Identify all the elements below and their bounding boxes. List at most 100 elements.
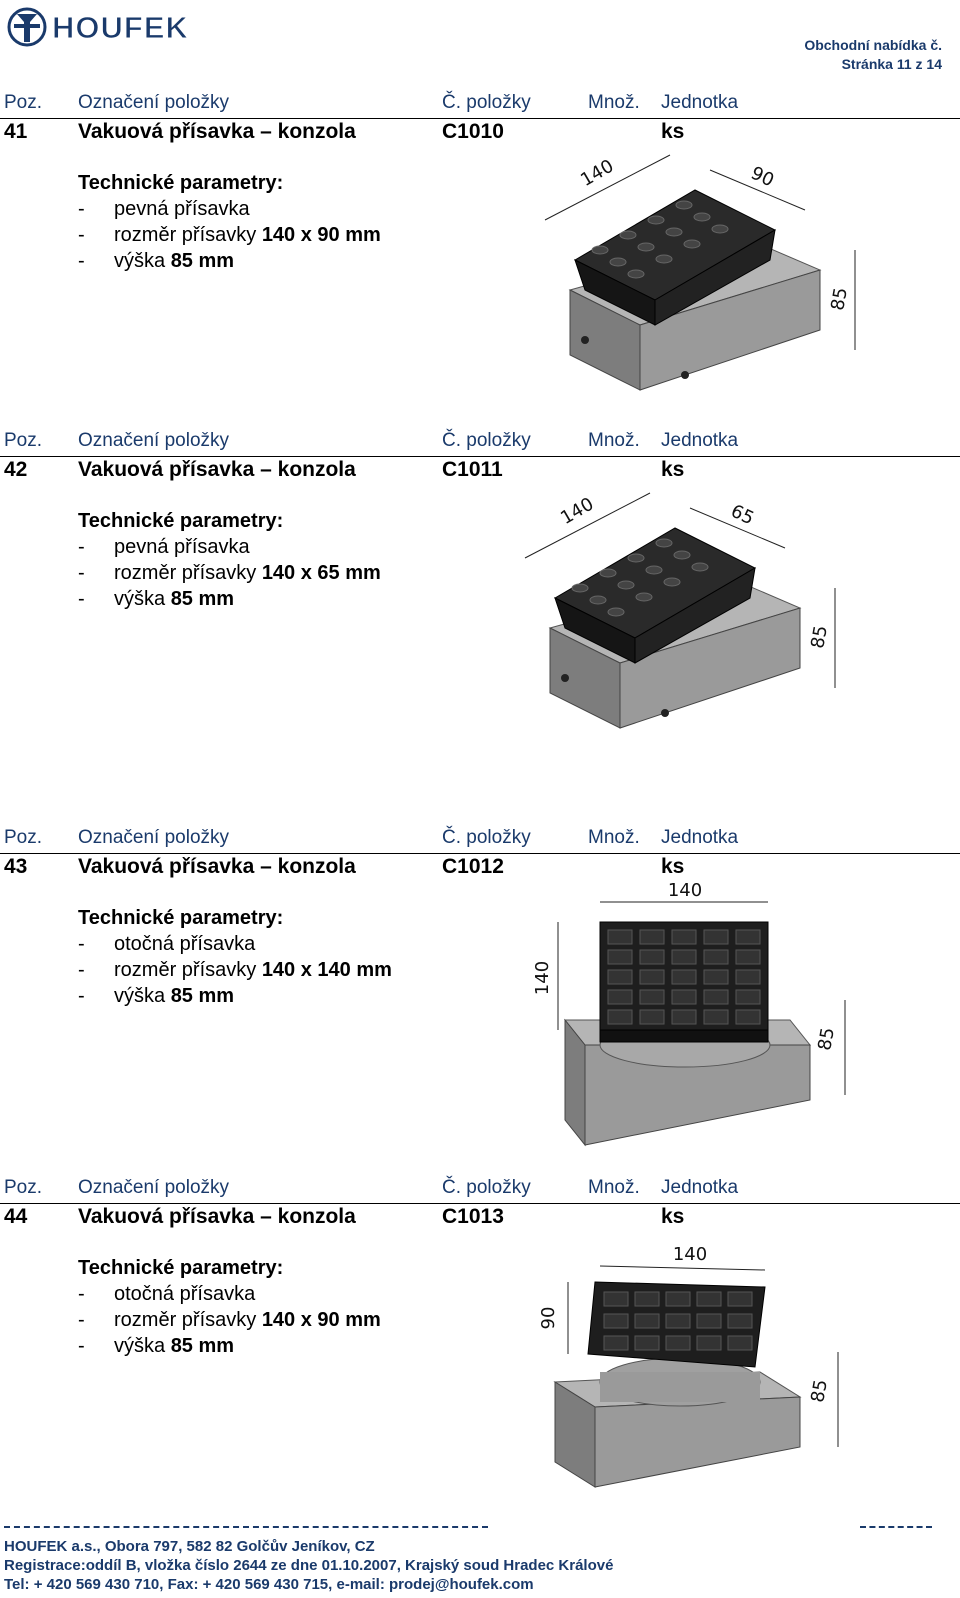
param-line: - výška 85 mm xyxy=(78,586,381,612)
column-header-pos: Poz. xyxy=(4,430,43,451)
param-text: rozměr přísavky xyxy=(114,1309,262,1331)
technical-parameters: Technické parametry:-otočná přísavka-roz… xyxy=(78,1255,381,1359)
param-value: 140 x 90 mm xyxy=(261,224,381,246)
mount-hole xyxy=(581,336,589,344)
suction-cell xyxy=(591,245,609,255)
param-line: - pevná přísavka xyxy=(78,196,381,222)
column-header-code: Č. položky xyxy=(442,92,531,113)
param-value: 85 mm xyxy=(170,588,235,610)
param-dash: - xyxy=(78,985,85,1007)
item-unit: ks xyxy=(661,855,685,878)
param-text: rozměr přísavky xyxy=(114,224,262,246)
technical-parameters: Technické parametry:-otočná přísavka-roz… xyxy=(78,905,392,1009)
param-dash: - xyxy=(78,959,85,981)
item-name: Vakuová přísavka – konzola xyxy=(78,120,356,143)
suction-cell xyxy=(639,949,665,965)
suction-cell xyxy=(599,568,617,578)
suction-cell xyxy=(691,562,709,572)
column-header-unit: Jednotka xyxy=(661,1177,739,1198)
param-dash: - xyxy=(78,1283,85,1305)
suction-cell xyxy=(639,1009,665,1025)
base-side xyxy=(639,269,821,391)
param-value: 85 mm xyxy=(170,985,235,1007)
suction-cell xyxy=(607,1009,633,1025)
base-side xyxy=(619,607,801,729)
param-value: 85 mm xyxy=(170,250,235,272)
suction-cell xyxy=(634,1335,660,1351)
param-text: pevná přísavka xyxy=(114,198,250,220)
suction-cell xyxy=(703,949,729,965)
param-line: - rozměr přísavky 140 x 90 mm xyxy=(78,222,381,248)
param-text: rozměr přísavky xyxy=(114,959,262,981)
column-header-code: Č. položky xyxy=(442,827,531,848)
suction-cell xyxy=(671,1009,697,1025)
dimension-line xyxy=(524,492,651,559)
dimension-label: 140 xyxy=(532,961,553,995)
technical-parameters: Technické parametry:-pevná přísavka-rozm… xyxy=(78,508,381,612)
item-code: C1012 xyxy=(442,855,504,878)
item-code: C1011 xyxy=(442,458,503,481)
column-header-name: Označení položky xyxy=(78,1177,230,1198)
param-dash: - xyxy=(78,536,85,558)
param-value: 140 x 65 mm xyxy=(261,562,381,584)
param-text: výška xyxy=(114,985,171,1007)
column-header-code: Č. položky xyxy=(442,430,531,451)
suction-cell xyxy=(671,929,697,945)
suction-cell xyxy=(571,583,589,593)
suction-cell xyxy=(665,1335,691,1351)
suction-cell xyxy=(727,1291,753,1307)
suction-cell xyxy=(634,1313,660,1329)
suction-cell xyxy=(735,989,761,1005)
param-dash: - xyxy=(78,224,85,246)
dimension-label: 65 xyxy=(728,501,758,530)
suction-cell xyxy=(639,969,665,985)
params-title: Technické parametry: xyxy=(78,1257,284,1279)
suction-cell xyxy=(639,929,665,945)
item-code: C1013 xyxy=(442,1205,504,1228)
column-header-name: Označení položky xyxy=(78,92,230,113)
mount-hole xyxy=(561,674,569,682)
technical-parameters: Technické parametry:-pevná přísavka-rozm… xyxy=(78,170,381,274)
suction-cell xyxy=(727,1335,753,1351)
suction-cell xyxy=(603,1313,629,1329)
item-unit: ks xyxy=(661,120,685,143)
suction-cell xyxy=(655,254,673,264)
suction-cell xyxy=(603,1291,629,1307)
suction-cell xyxy=(607,989,633,1005)
suction-cell xyxy=(675,200,693,210)
param-text: otočná přísavka xyxy=(114,933,256,955)
item-pos: 44 xyxy=(4,1205,28,1228)
dimension-label: 85 xyxy=(807,624,832,650)
footer-contact: Tel: + 420 569 430 710, Fax: + 420 569 4… xyxy=(4,1576,534,1593)
suction-cell xyxy=(647,215,665,225)
param-text: výška xyxy=(114,588,171,610)
param-dash: - xyxy=(78,198,85,220)
dimension-label: 85 xyxy=(814,1026,839,1052)
param-value: 140 x 140 mm xyxy=(261,959,392,981)
item-pos: 42 xyxy=(4,458,28,481)
param-dash: - xyxy=(78,933,85,955)
param-value: 140 x 90 mm xyxy=(261,1309,381,1331)
param-line: - rozměr přísavky 140 x 140 mm xyxy=(78,957,392,983)
logo-wordmark: HOUFEK xyxy=(52,10,189,45)
item-pos: 43 xyxy=(4,855,28,878)
dimension-label: 85 xyxy=(807,1378,832,1404)
dimension-label: 140 xyxy=(673,1244,707,1265)
dimension-line xyxy=(709,169,806,211)
suction-cell xyxy=(671,969,697,985)
suction-cell xyxy=(607,969,633,985)
suction-cell xyxy=(663,577,681,587)
footer-registration: Registrace:oddíl B, vložka číslo 2644 ze… xyxy=(4,1557,614,1574)
param-value: 85 mm xyxy=(170,1335,235,1357)
suction-cell xyxy=(603,1335,629,1351)
suction-cell xyxy=(627,553,645,563)
header-rule xyxy=(0,118,960,119)
param-dash: - xyxy=(78,588,85,610)
params-title: Technické parametry: xyxy=(78,510,284,532)
suction-cell xyxy=(673,550,691,560)
suction-cell xyxy=(635,592,653,602)
